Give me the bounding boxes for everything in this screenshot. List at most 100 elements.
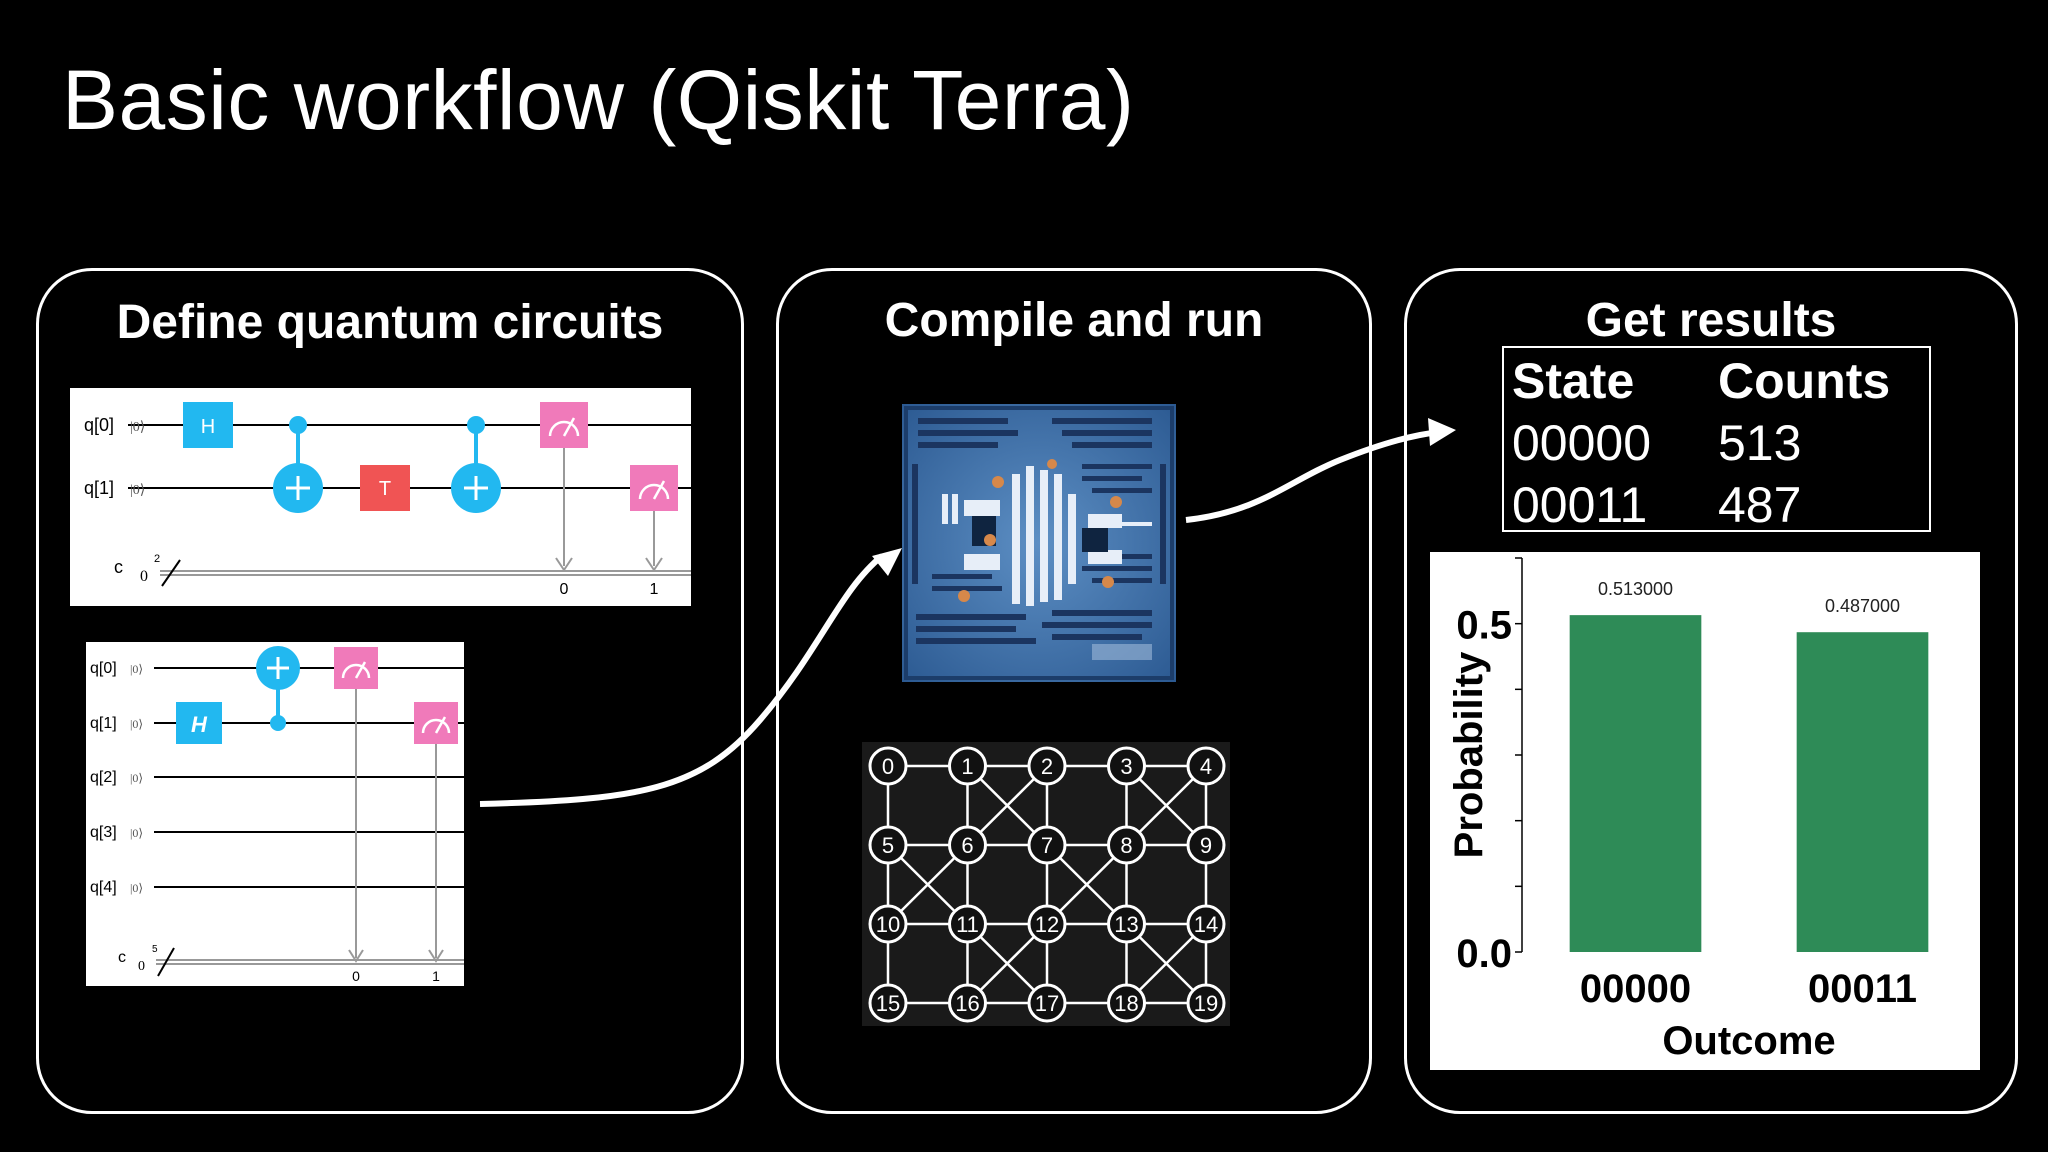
coupling-node-label: 0: [882, 754, 894, 779]
measure-bit-index: 0: [560, 581, 569, 598]
cnot-control-dot: [467, 416, 485, 434]
coupling-node-label: 11: [956, 912, 979, 937]
coupling-node: [948, 746, 987, 786]
circuit-2-svg: q[0] |0⟩ q[1] |0⟩ q[2] |0⟩ q[3] |0⟩ q[4]…: [90, 646, 464, 984]
coupling-node: [1027, 746, 1067, 786]
x-axis-label: Outcome: [1662, 1019, 1835, 1063]
measure-gate: [540, 402, 588, 448]
circuit-1-svg: q[0] |0⟩ q[1] |0⟩ c 0 2 H T 0: [84, 402, 691, 598]
panel-title-define: Define quantum circuits: [116, 296, 664, 349]
hadamard-gate: [176, 702, 222, 744]
circuit1-qubit-label: q[0]: [84, 415, 114, 435]
circuit2-classical-label: c: [118, 949, 126, 966]
circuit2-init-label: |0⟩: [130, 771, 143, 785]
circuit1-qubit-label: q[1]: [84, 478, 114, 498]
cnot-control-dot: [289, 416, 307, 434]
measure-gate: [414, 702, 458, 744]
slide-title: Basic workflow (Qiskit Terra): [62, 53, 1135, 147]
bar: [1796, 632, 1929, 952]
circuit2-qubit-label: q[0]: [90, 660, 117, 677]
coupling-node-label: 7: [1041, 833, 1053, 858]
coupling-node: [948, 825, 987, 865]
panel-title-compile: Compile and run: [884, 294, 1264, 347]
coupling-node: [1186, 904, 1226, 944]
circuit2-init-label: |0⟩: [130, 826, 143, 840]
circuit1-classical-init: 0: [140, 568, 148, 585]
coupling-node-label: 3: [1120, 754, 1132, 779]
results-row-count: 487: [1718, 477, 1802, 533]
measure-bit-index: 0: [352, 968, 360, 984]
coupling-node-label: 16: [955, 991, 979, 1016]
circuit2-init-label: |0⟩: [130, 717, 143, 731]
coupling-node-label: 19: [1194, 991, 1218, 1016]
y-axis-label: Probability: [1447, 651, 1491, 858]
results-header-counts: Counts: [1718, 353, 1891, 409]
coupling-node: [1107, 746, 1146, 786]
results-table: State Counts 00000 513 00011 487: [1502, 346, 1931, 532]
coupling-node: [1186, 983, 1226, 1023]
hadamard-gate-label: H: [191, 712, 208, 737]
measure-bit-index: 1: [432, 968, 440, 984]
y-tick-label: 0.5: [1456, 604, 1512, 648]
coupling-node-label: 15: [876, 991, 900, 1016]
coupling-node: [948, 904, 987, 944]
circuit1-classical-label: c: [114, 557, 123, 577]
coupling-node-label: 13: [1114, 912, 1138, 937]
coupling-node: [1027, 825, 1067, 865]
circuit2-qubit-label: q[4]: [90, 879, 117, 896]
circuit2-qubit-label: q[2]: [90, 769, 117, 786]
coupling-node-label: 5: [882, 833, 894, 858]
coupling-node-label: 14: [1194, 912, 1218, 937]
coupling-node: [1107, 825, 1146, 865]
results-row-count: 513: [1718, 415, 1802, 471]
t-gate-label: T: [379, 478, 391, 500]
circuit1-classical-size: 2: [154, 553, 160, 565]
results-row-state: 00011: [1512, 477, 1648, 533]
hadamard-gate-label: H: [201, 416, 215, 438]
coupling-node-label: 9: [1200, 833, 1212, 858]
panel-title-results: Get results: [1585, 294, 1837, 347]
coupling-node-label: 17: [1035, 991, 1059, 1016]
quantum-chip-image: [902, 404, 1176, 682]
coupling-node-label: 2: [1041, 754, 1053, 779]
circuit2-qubit-label: q[1]: [90, 715, 117, 732]
coupling-node-label: 6: [961, 833, 973, 858]
circuit-diagram-five-qubit: q[0] |0⟩ q[1] |0⟩ q[2] |0⟩ q[3] |0⟩ q[4]…: [86, 642, 464, 986]
coupling-node: [1186, 825, 1226, 865]
circuit2-init-label: |0⟩: [130, 881, 143, 895]
t-gate: [360, 465, 410, 511]
coupling-node: [868, 825, 908, 865]
coupling-node: [1107, 983, 1146, 1023]
coupling-node: [1107, 904, 1146, 944]
measure-bit-index: 1: [650, 581, 659, 598]
x-tick-label: 00011: [1808, 967, 1917, 1011]
circuit-diagram-two-qubit: q[0] |0⟩ q[1] |0⟩ c 0 2 H T 0: [70, 388, 691, 606]
circuit2-classical-size: 5: [152, 944, 158, 955]
bar-data-label: 0.487000: [1825, 596, 1900, 616]
measure-gate: [334, 647, 378, 689]
coupling-node-label: 10: [876, 912, 900, 937]
cnot-control-dot: [270, 715, 286, 731]
circuit2-init-label: |0⟩: [130, 662, 143, 676]
x-tick-label: 00000: [1580, 967, 1691, 1011]
bar-data-label: 0.513000: [1598, 579, 1673, 599]
bar: [1569, 615, 1702, 952]
results-row-state: 00000: [1512, 415, 1652, 471]
y-tick-label: 0.0: [1456, 932, 1512, 976]
circuit1-init-label: |0⟩: [130, 483, 145, 498]
coupling-node: [1186, 746, 1226, 786]
measure-gate: [630, 465, 678, 511]
panel-get-results: Get results: [1404, 268, 2018, 1114]
coupling-node-label: 12: [1035, 912, 1059, 937]
coupling-node: [1027, 983, 1067, 1023]
coupling-node: [1027, 904, 1067, 944]
circuit2-qubit-label: q[3]: [90, 824, 117, 841]
results-header-state: State: [1512, 353, 1635, 409]
coupling-node-label: 1: [961, 754, 973, 779]
circuit2-classical-init: 0: [138, 959, 145, 974]
circuit1-init-label: |0⟩: [130, 420, 145, 435]
coupling-node: [868, 904, 908, 944]
coupling-node: [948, 983, 987, 1023]
